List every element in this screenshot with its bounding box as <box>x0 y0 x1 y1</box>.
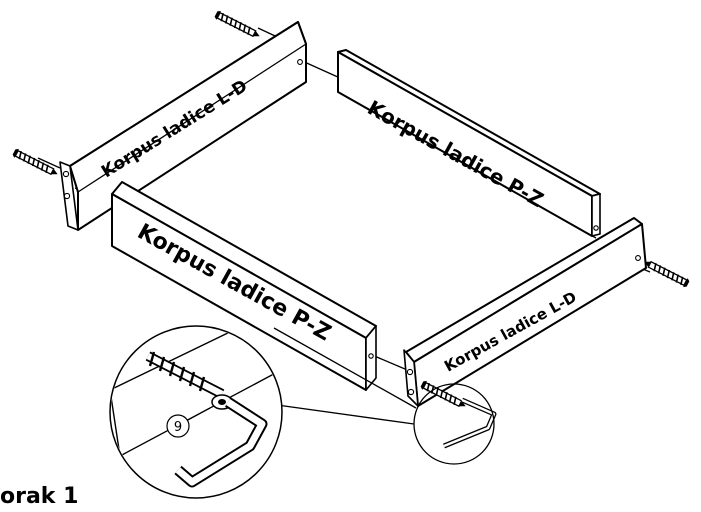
panel-back-left: Korpus ladice L-D <box>59 21 307 231</box>
allen-key-icon <box>174 397 268 488</box>
allen-key-icon <box>443 397 497 449</box>
detail-connector-lines <box>269 327 417 425</box>
detail-target-circle <box>413 383 495 465</box>
part-number-badge <box>166 414 190 438</box>
screw-icon <box>10 146 61 180</box>
screw-icon <box>212 8 263 42</box>
step-title: orak 1 <box>0 484 78 509</box>
panel-front-right: Korpus ladice L-D <box>403 217 647 407</box>
panel-back-right: Korpus ladice P-Z <box>337 49 601 237</box>
panel-label-front-left: Korpus ladice P-Z <box>133 219 335 346</box>
screw-icon <box>641 256 692 290</box>
part-number-label: 9 <box>174 420 182 435</box>
